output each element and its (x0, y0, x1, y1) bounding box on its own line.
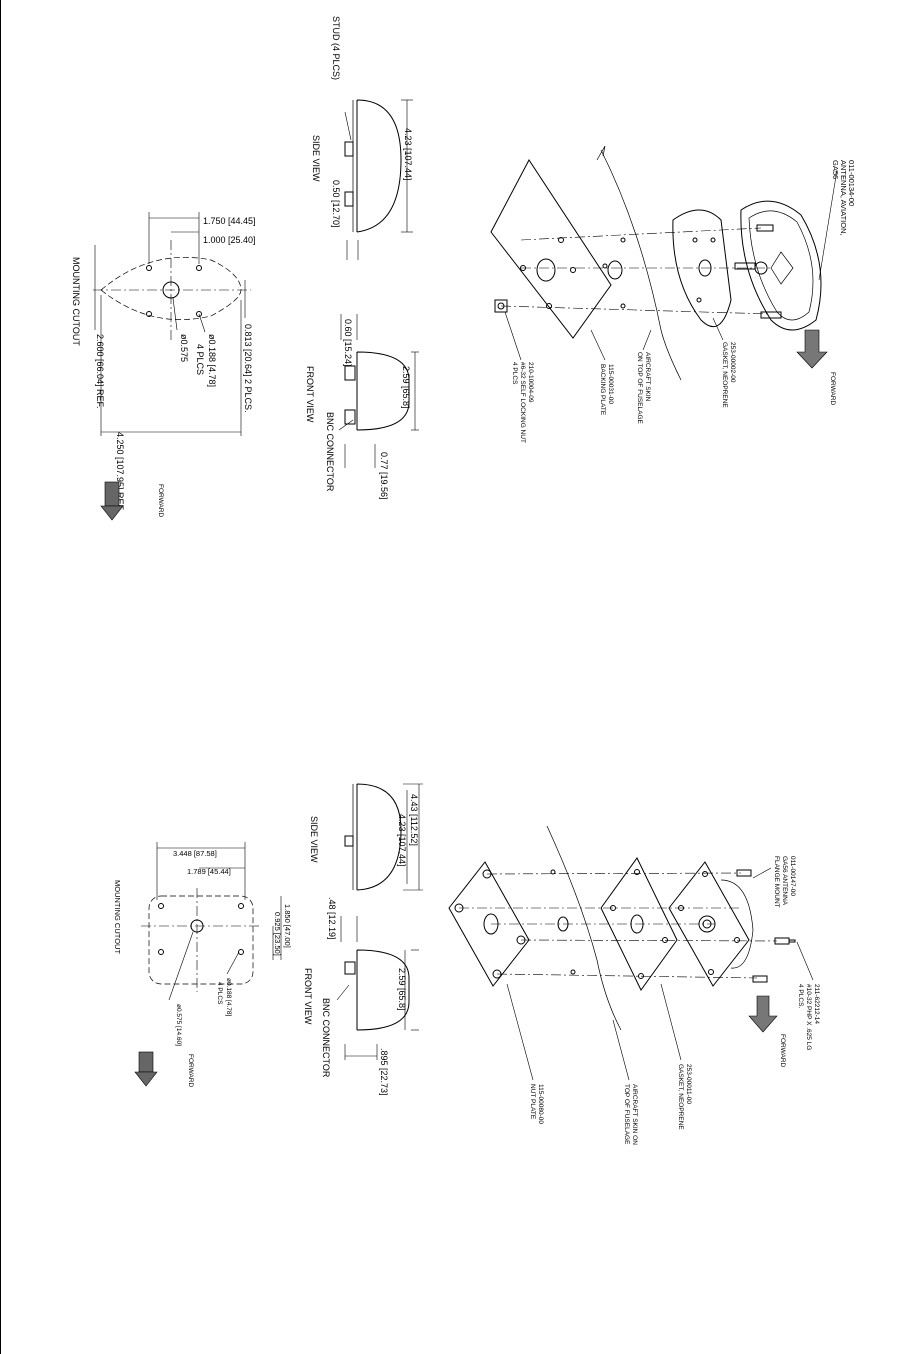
top-cutout-dim-d: 2.600 [66.04] REF. (95, 334, 105, 409)
top-side-dim-height: 4.23 [107.44] (403, 128, 413, 181)
bottom-front-dim-depth: .895 [22.73] (379, 1048, 389, 1096)
bottom-aircraft-skin (546, 825, 622, 1031)
top-cutout-dim-e: 4.250 [107.95] REF. (115, 432, 125, 512)
top-antenna-desc2: GA56 (831, 160, 840, 179)
top-backing-plate (490, 159, 612, 339)
bottom-side-dim-inner: 4.23 [107.44] (397, 814, 407, 867)
bottom-gasket-part: 253-00011-00 (685, 1064, 692, 1104)
top-skin-desc2: ON TOP OF FUSELAGE (636, 352, 643, 425)
bottom-cutout-forward: FORWARD (187, 1054, 194, 1088)
top-gasket (672, 209, 732, 328)
top-cutout-hole-large: ø0.575 (179, 334, 189, 362)
top-cutout-forward-arrow (100, 481, 124, 521)
bottom-cutout-dim-a: 3.448 [87.58] (173, 849, 217, 858)
bottom-cutout-hole-small: ø0.188 [4.78] (225, 978, 232, 1016)
top-antenna-part: 011-00134-00 (847, 160, 856, 206)
top-cutout-dim-c: 0.813 [20.64] 2 PLCS. (243, 324, 253, 413)
top-drawing: 4.23 [107.44] 0.50 [12.70] STUD (4 PLCS)… (71, 16, 856, 521)
bottom-front-dim-base: .48 [12.19] (327, 897, 337, 940)
top-front-dim-width: 2.59 [65.8] (401, 366, 411, 409)
top-front-view-title: FRONT VIEW (305, 366, 315, 423)
top-side-dim-stud: 0.50 [12.70] (331, 180, 341, 228)
top-gasket-part: 253-00002-00 (729, 342, 736, 383)
top-skin-desc1: AIRCRAFT SKIN (644, 352, 651, 402)
top-aircraft-skin (600, 149, 682, 381)
bottom-screw-desc2: 4 PLCS. (797, 984, 804, 1008)
bottom-antenna-desc2: FLANGE MOUNT (773, 856, 780, 908)
bottom-plate-part: 115-00080-00 (537, 1084, 544, 1124)
bottom-exploded-forward-arrow (748, 995, 778, 1033)
bottom-cutout-title: MOUNTING CUTOUT (113, 880, 122, 954)
top-exploded-view: 011-00134-00 ANTENNA, AVIATION, GA56 FOR… (490, 145, 856, 443)
bottom-front-connector-label: BNC CONNECTOR (321, 998, 331, 1078)
top-nut-part: 210-10004-09 (527, 362, 534, 403)
bottom-screw-part: 211-62212-14 (813, 984, 820, 1024)
bottom-skin-desc1: AIRCRAFT SKIN ON (631, 1084, 638, 1145)
top-mounting-cutout: 1.750 [44.45] 1.000 [25.40] 0.813 [20.64… (71, 212, 256, 521)
bottom-cutout-dim-d: 0.925 [23.50] (273, 912, 282, 956)
top-cutout-title: MOUNTING CUTOUT (71, 257, 81, 346)
bottom-cutout-dim-b: 1.789 [45.44] (187, 867, 231, 876)
top-antenna-desc1: ANTENNA, AVIATION, (839, 160, 848, 236)
bottom-front-dim-width: 2.59 [65.8] (397, 968, 407, 1011)
bottom-cutout-hole-small-qty: 4 PLCS (216, 982, 223, 1005)
top-plate-part: 115-00031-00 (607, 364, 614, 404)
bottom-drawing: 4.43 [112.52] 4.23 [107.44] SIDE VIEW .4… (113, 783, 820, 1145)
top-cutout-hole-small: ø0.188 [4.78] (207, 334, 217, 387)
top-front-dim-depth: 0.77 [19.56] (379, 452, 389, 500)
top-side-view-title: SIDE VIEW (311, 135, 321, 182)
top-cutout-dim-a: 1.750 [44.45] (203, 216, 256, 226)
bottom-gasket-desc: GASKET, NEOPRENE (677, 1064, 684, 1130)
bottom-front-view-title: FRONT VIEW (303, 968, 313, 1025)
top-side-view: 4.23 [107.44] 0.50 [12.70] STUD (4 PLCS)… (311, 16, 413, 260)
bottom-side-view-title: SIDE VIEW (309, 816, 319, 863)
top-plate-desc: BACKING PLATE (599, 364, 606, 416)
top-exploded-forward-arrow (796, 329, 828, 369)
bottom-skin-desc2: TOP OF FUSELAGE (623, 1084, 630, 1145)
bottom-exploded-forward: FORWARD (779, 1034, 786, 1068)
bottom-side-dim-outer: 4.43 [112.52] (409, 794, 419, 846)
top-front-dim-base: 0.60 [15.24] (343, 319, 353, 367)
top-cutout-hole-small-qty: 4 PLCS (195, 344, 205, 375)
top-cutout-forward: FORWARD (157, 484, 164, 518)
bottom-antenna-part: 011-00147-00 (789, 856, 796, 896)
top-stud-label: STUD (4 PLCS) (331, 16, 341, 80)
top-nut-desc2: 4 PLCS (511, 362, 518, 385)
bottom-mounting-cutout: 3.448 [87.58] 1.789 [45.44] 1.850 [47.00… (113, 842, 292, 1088)
bottom-cutout-hole-large: ø0.575 [14.60] (175, 1004, 182, 1046)
top-front-connector-label: BNC CONNECTOR (325, 412, 335, 492)
top-nut-desc1: #6-32 SELF LOCKING NUT (519, 362, 526, 443)
bottom-exploded-view: 011-00147-00 GA56 ANTENNA FLANGE MOUNT 2… (448, 825, 820, 1145)
bottom-antenna-desc1: GA56 ANTENNA (781, 856, 788, 906)
top-gasket-desc: GASKET, NEOPRENE (721, 342, 728, 408)
top-antenna (740, 200, 822, 331)
bottom-front-view: .48 [12.19] 2.59 [65.8] .895 [22.73] BNC… (303, 897, 419, 1096)
top-cutout-dim-b: 1.000 [25.40] (203, 235, 256, 245)
bottom-plate-desc: NUT PLATE (529, 1084, 536, 1120)
bottom-side-view: 4.43 [112.52] 4.23 [107.44] SIDE VIEW (309, 783, 423, 891)
top-front-view: 0.60 [15.24] 2.59 [65.8] 0.77 [19.56] BN… (305, 314, 419, 500)
top-exploded-forward: FORWARD (829, 372, 836, 406)
bottom-cutout-forward-arrow (134, 1051, 158, 1087)
bottom-screw-desc1: #10-32 PHP X .625 LG (805, 984, 812, 1050)
bottom-cutout-dim-c: 1.850 [47.00] (283, 904, 292, 948)
